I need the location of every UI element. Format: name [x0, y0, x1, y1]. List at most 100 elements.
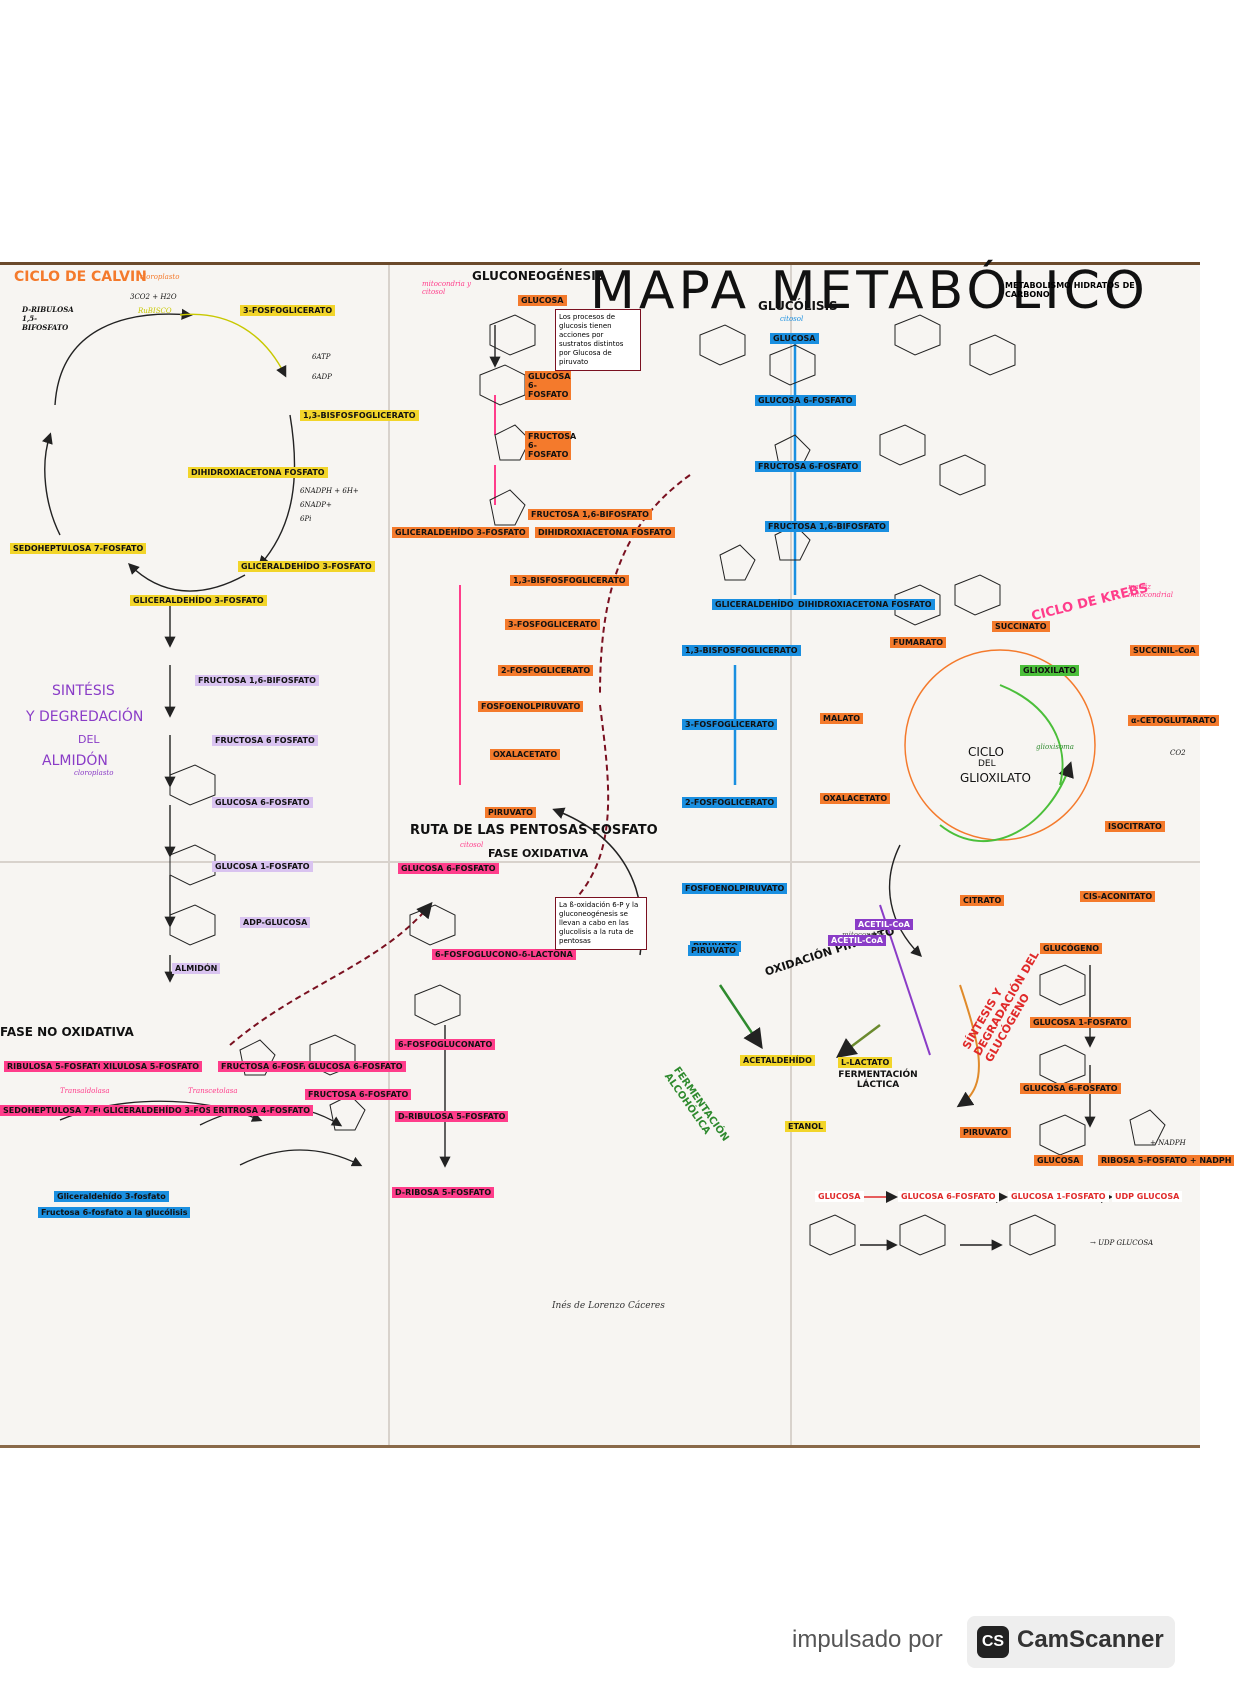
impulsado-text: impulsado por — [792, 1626, 943, 1653]
almidon-almidon: ALMIDÓN — [172, 963, 221, 974]
gluconeo-2pg: 2-FOSFOGLICERATO — [498, 665, 594, 676]
glucogeno-ribosa: RIBOSA 5-FOSFATO + NADPH — [1098, 1155, 1234, 1166]
metabolic-map-scan: MAPA METABÓLICO METABOLISMO HIDRATOS DE … — [0, 261, 1234, 1448]
gluconeo-glucosa: GLUCOSA — [518, 295, 567, 306]
glucolisis-pep: FOSFOENOLPIRUVATO — [682, 883, 788, 894]
krebs-cis-aconitato: CIS-ACONITATO — [1080, 891, 1156, 902]
camscanner-brand: CamScanner — [1017, 1626, 1164, 1653]
ferm-etanol: ETANOL — [785, 1121, 827, 1132]
glioxilato-note: glioxisoma — [1036, 743, 1074, 751]
almidon-title-4: ALMIDÓN — [42, 753, 108, 769]
calvin-gliceraldehido: GLICERALDEHÍDO 3-FOSFATO — [238, 561, 375, 572]
glucogeno-glucosa: GLUCOSA — [1034, 1155, 1083, 1166]
main-title: MAPA METABÓLICO — [590, 261, 1149, 321]
krebs-succinil: SUCCINIL-CoA — [1130, 645, 1199, 656]
gluconeo-dihidroxiacetona: DIHIDROXIACETONA FOSFATO — [535, 527, 675, 538]
calvin-adp: 6ADP — [312, 373, 332, 381]
glucolisis-glucosa: GLUCOSA — [770, 333, 819, 344]
glucolisis-title: GLUCÓLISIS — [758, 299, 838, 313]
almidon-fructosa16: FRUCTOSA 1,6-BIFOSFATO — [195, 675, 319, 686]
fase-oxidativa-title: FASE OXIDATIVA — [488, 847, 589, 860]
gluconeo-title: GLUCONEOGÉNESIS — [472, 269, 605, 283]
fase-no-oxidativa-title: FASE NO OXIDATIVA — [0, 1025, 134, 1039]
calvin-pi: 6Pi — [300, 515, 312, 523]
no-ox-xilulosa: XILULOSA 5-FOSFATO — [100, 1061, 203, 1072]
glucolisis-fructosa6: FRUCTOSA 6-FOSFATO — [755, 461, 862, 472]
calvin-title: CICLO DE CALVIN — [14, 269, 147, 285]
no-ox-ribulosa: RIBULOSA 5-FOSFATO — [4, 1061, 108, 1072]
krebs-glioxilato: GLIOXILATO — [1020, 665, 1080, 676]
glucogeno-glucosa1: GLUCOSA 1-FOSFATO — [1030, 1017, 1131, 1028]
no-ox-glucosa6: GLUCOSA 6-FOSFATO — [305, 1061, 406, 1072]
gluconeo-gliceraldehido: GLICERALDEHÍDO 3-FOSFATO — [392, 527, 529, 538]
glioxilato-title-2: DEL — [978, 759, 996, 769]
bottom-glucosa: GLUCOSA — [815, 1191, 864, 1202]
almidon-title-2: Y DEGREDACIÓN — [26, 709, 144, 725]
glucolisis-glucosa6: GLUCOSA 6-FOSFATO — [755, 395, 856, 406]
subtitle: METABOLISMO HIDRATOS DE CARBONO — [1005, 281, 1135, 299]
almidon-title-3: DEL — [78, 733, 100, 746]
calvin-bisfosfoglicerato: 1,3-BISFOSFOGLICERATO — [300, 410, 419, 421]
pentosas-lactona: 6-FOSFOGLUCONO-δ-LACTONA — [432, 949, 576, 960]
almidon-title-1: SINTÉSIS — [52, 683, 115, 699]
krebs-acetil: ACETIL-CoA — [855, 919, 913, 930]
glucogeno-glucosa6: GLUCOSA 6-FOSFATO — [1020, 1083, 1121, 1094]
pathway-arrows — [42, 308, 1166, 1256]
gluconeo-note-box: Los procesos de glucosis tienen acciones… — [555, 309, 641, 371]
glucolisis-bisfosfoglicerato: 1,3-BISFOSFOGLICERATO — [682, 645, 801, 656]
bottom-glucosa6: GLUCOSA 6-FOSFATO — [898, 1191, 999, 1202]
gluconeo-fructosa6: FRUCTOSA 6-FOSFATO — [525, 431, 576, 460]
glucogeno-nadph: + NADPH — [1150, 1139, 1186, 1147]
krebs-cetoglutarato: α-CETOGLUTARATO — [1128, 715, 1220, 726]
krebs-citrato: CITRATO — [960, 895, 1005, 906]
pentosas-ribosa: D-RIBOSA 5-FOSFATO — [392, 1187, 495, 1198]
no-ox-eritrosa: ERITROSA 4-FOSFATO — [210, 1105, 314, 1116]
gluconeo-bisfosfoglicerato: 1,3-BISFOSFOGLICERATO — [510, 575, 629, 586]
no-ox-fructosa6: FRUCTOSA 6-FOSFATO — [305, 1089, 412, 1100]
camscanner-icon: CS — [977, 1626, 1009, 1658]
ferm-acetil-coa: ACETIL-CoA — [828, 935, 886, 946]
calvin-note: cloroplasto — [140, 273, 180, 281]
gluconeo-note: mitocondria y citosol — [422, 280, 471, 296]
bottom-glucosa1: GLUCOSA 1-FOSFATO — [1008, 1191, 1109, 1202]
no-ox-gliceraldehido: GLICERALDEHÍDO 3-FOSFATO — [100, 1105, 237, 1116]
almidon-glucosa6: GLUCOSA 6-FOSFATO — [212, 797, 313, 808]
calvin-nadp: 6NADP+ — [300, 501, 332, 509]
no-ox-transcetolasa: Transcetolasa — [188, 1087, 238, 1095]
calvin-co2: 3CO2 + H2O — [130, 293, 177, 301]
pentosas-glucosa6: GLUCOSA 6-FOSFATO — [398, 863, 499, 874]
glucolisis-fructosa16: FRUCTOSA 1,6-BIFOSFATO — [765, 521, 889, 532]
bottom-udp2: → UDP GLUCOSA — [1090, 1239, 1154, 1247]
no-ox-transaldolasa: Transaldolasa — [60, 1087, 110, 1095]
krebs-note: matriz mitocondrial — [1128, 583, 1174, 599]
almidon-note: cloroplasto — [74, 769, 114, 777]
no-ox-sedoheptulosa: SEDOHEPTULOSA 7-FOSFATO — [0, 1105, 137, 1116]
no-ox-nota-2: Fructosa 6-fosfato a la glucólisis — [38, 1207, 191, 1218]
fold-line — [790, 265, 792, 1445]
bottom-udp: UDP GLUCOSA — [1112, 1191, 1183, 1202]
gluconeo-pep: FOSFOENOLPIRUVATO — [478, 701, 584, 712]
ferm-piruvato: PIRUVATO — [688, 945, 739, 956]
krebs-succinato: SUCCINATO — [992, 621, 1050, 632]
glucogeno-glucogeno: GLUCÓGENO — [1040, 943, 1103, 954]
gluconeo-3pg: 3-FOSFOGLICERATO — [505, 619, 601, 630]
calvin-dihidroxiacetona: DIHIDROXIACETONA FOSFATO — [188, 467, 328, 478]
gluconeo-glucosa6: GLUCOSA 6-FOSFATO — [525, 371, 571, 400]
krebs-malato: MALATO — [820, 713, 864, 724]
glioxilato-title-1: CICLO — [968, 745, 1004, 759]
pentosas-gluconato: 6-FOSFOGLUCONATO — [395, 1039, 496, 1050]
fold-line — [0, 861, 1200, 863]
krebs-isocitrato: ISOCITRATO — [1105, 821, 1165, 832]
glioxilato-title-3: GLIOXILATO — [960, 771, 1031, 785]
ferm-lactato: L-LACTATO — [838, 1057, 893, 1068]
gluconeo-oxalacetato: OXALACETATO — [490, 749, 561, 760]
no-ox-nota-1: Gliceraldehído 3-fosfato — [54, 1191, 169, 1202]
gluconeo-fructosa16: FRUCTOSA 1,6-BIFOSFATO — [528, 509, 652, 520]
almidon-fructosa6: FRUCTOSA 6 FOSFATO — [212, 735, 318, 746]
almidon-gliceraldehido: GLICERALDEHÍDO 3-FOSFATO — [130, 595, 267, 606]
krebs-fumarato: FUMARATO — [890, 637, 947, 648]
pentosas-title: RUTA DE LAS PENTOSAS FOSFATO — [410, 823, 658, 838]
krebs-oxalacetato: OXALACETATO — [820, 793, 891, 804]
almidon-adp-glucosa: ADP-GLUCOSA — [240, 917, 311, 928]
glucolisis-dihidroxiacetona: DIHIDROXIACETONA FOSFATO — [795, 599, 935, 610]
